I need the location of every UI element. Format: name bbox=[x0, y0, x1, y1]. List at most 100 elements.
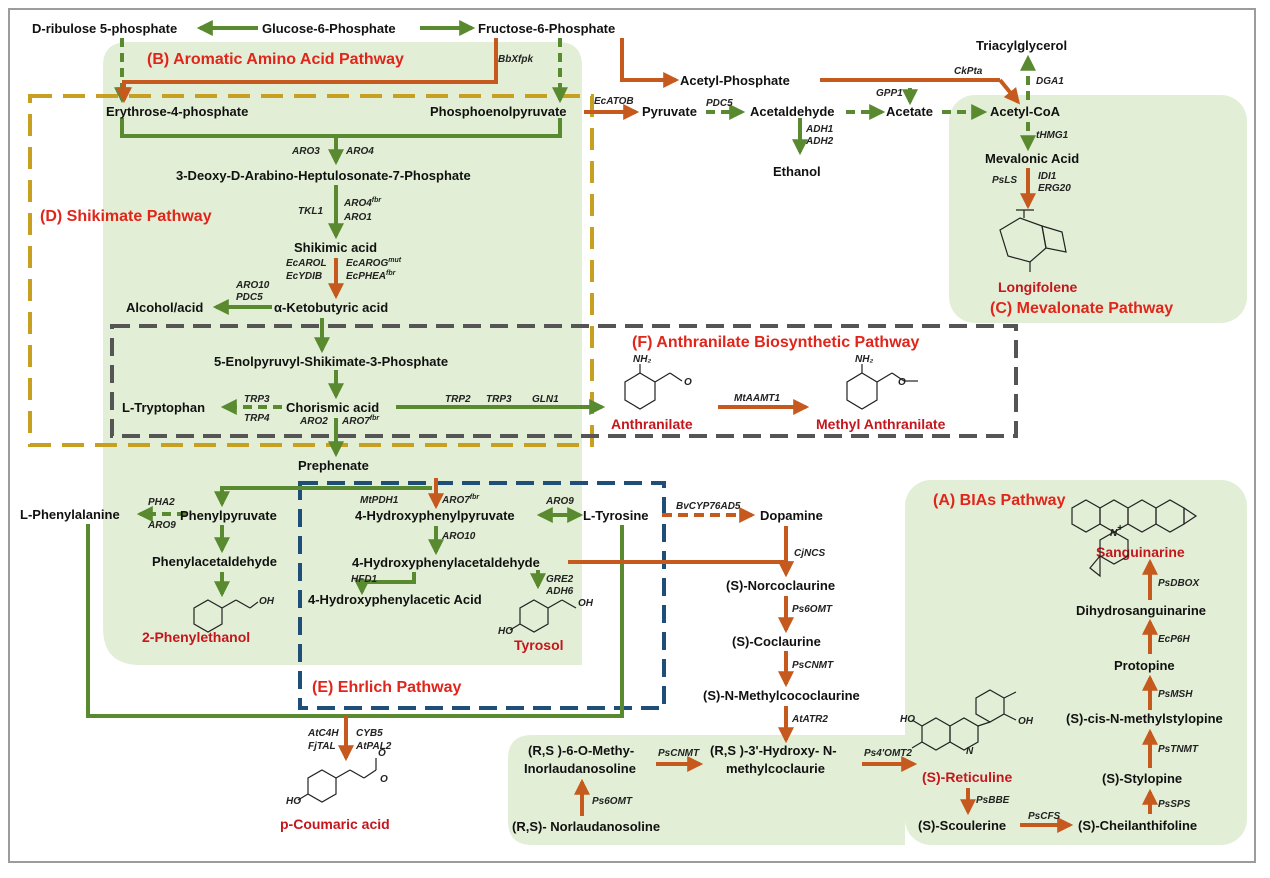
enzyme-pscnmt-a: PsCNMT bbox=[792, 660, 834, 671]
enzyme-aro7: ARO7fbr bbox=[341, 415, 380, 427]
enzyme-bvcyp: BvCYP76AD5 bbox=[676, 501, 741, 512]
enzyme-ecphea: EcPHEAfbr bbox=[346, 270, 397, 282]
metabolite-g6p: Glucose-6-Phosphate bbox=[262, 21, 396, 36]
sanguinarine-n-label: N bbox=[1110, 528, 1118, 539]
enzyme-hfd1: HFD1 bbox=[351, 574, 378, 585]
enzyme-ecarol: EcAROL bbox=[286, 258, 327, 269]
metabolite-hpa-acid: 4-Hydroxyphenylacetic Acid bbox=[308, 592, 482, 607]
metabolite-pyruvate: Pyruvate bbox=[642, 104, 697, 119]
enzyme-trp3-b: TRP3 bbox=[486, 394, 512, 405]
enzyme-gpp1: GPP1 bbox=[876, 88, 903, 99]
anthranilate-nh2-label: NH₂ bbox=[633, 354, 651, 365]
enzyme-ps4omt2: Ps4'OMT2 bbox=[864, 748, 912, 759]
enzyme-adh2: ADH2 bbox=[805, 136, 834, 147]
metabolite-scoulerine: (S)-Scoulerine bbox=[918, 818, 1006, 833]
arrow-phe-coumaric-line bbox=[86, 524, 624, 718]
aromatic-pathway-region bbox=[103, 42, 582, 445]
title-bias: (A) BIAs Pathway bbox=[933, 492, 1066, 509]
enzyme-ecarog: EcAROGmut bbox=[346, 257, 402, 269]
coumaric-ho-label: HO bbox=[286, 796, 301, 807]
coumaric-structure bbox=[297, 758, 377, 803]
title-aromatic: (B) Aromatic Amino Acid Pathway bbox=[147, 51, 404, 68]
product-methyl-anthranilate: Methyl Anthranilate bbox=[816, 416, 946, 432]
tyrosol-oh-label: OH bbox=[578, 598, 594, 609]
metabolite-tyrosine: L-Tyrosine bbox=[583, 508, 649, 523]
enzyme-cjncs: CjNCS bbox=[794, 548, 825, 559]
arrow-ap-acoa-head bbox=[998, 78, 1021, 105]
metabolite-tryptophan: L-Tryptophan bbox=[122, 400, 205, 415]
metabolite-stylopine: (S)-Stylopine bbox=[1102, 771, 1182, 786]
enzyme-aro1: ARO1 bbox=[343, 212, 372, 223]
product-longifolene: Longifolene bbox=[998, 279, 1078, 295]
metabolite-dopamine: Dopamine bbox=[760, 508, 823, 523]
enzyme-mtaamt1: MtAAMT1 bbox=[734, 393, 781, 404]
enzyme-fjtal: FjTAL bbox=[308, 741, 336, 752]
shikimate-box bbox=[28, 94, 594, 447]
enzyme-trp3-a: TRP3 bbox=[244, 394, 270, 405]
reticuline-structure bbox=[911, 689, 1017, 751]
enzyme-psbbe: PsBBE bbox=[976, 795, 1010, 806]
enzyme-atpal2: AtPAL2 bbox=[355, 741, 392, 752]
enzyme-psls: PsLS bbox=[992, 175, 1017, 186]
enzyme-atc4h: AtC4H bbox=[307, 728, 339, 739]
sanguinarine-structure bbox=[1071, 499, 1198, 578]
methyl-anthranilate-o-label: O bbox=[898, 377, 906, 388]
arrow-e4p-pep-merge bbox=[120, 118, 562, 138]
enzyme-trp4: TRP4 bbox=[244, 413, 270, 424]
metabolite-chorismic: Chorismic acid bbox=[286, 400, 379, 415]
arrow-hpaa-ncs bbox=[568, 560, 794, 578]
metabolite-coclaurine: (S)-Coclaurine bbox=[732, 634, 821, 649]
metabolite-mevalonic: Mevalonic Acid bbox=[985, 151, 1079, 166]
metabolite-hydroxy-line1: (R,S )-3'-Hydroxy- N- bbox=[710, 743, 837, 758]
bias-lower-region bbox=[508, 735, 905, 845]
metabolite-alcohol-acid: Alcohol/acid bbox=[126, 300, 203, 315]
tyrosol-structure bbox=[509, 599, 577, 633]
anthranilate-o-label: O bbox=[684, 377, 692, 388]
metabolite-methylcoclaurine: (S)-N-Methylcococlaurine bbox=[703, 688, 860, 703]
metabolite-acetyl-phosphate: Acetyl-Phosphate bbox=[680, 73, 790, 88]
enzyme-ecydib: EcYDIB bbox=[286, 271, 322, 282]
coumaric-o2-label: O bbox=[380, 774, 388, 785]
mevalonate-region bbox=[949, 95, 1247, 323]
enzyme-atatr2: AtATR2 bbox=[791, 714, 828, 725]
enzyme-pscfs: PsCFS bbox=[1028, 811, 1061, 822]
anthranilate-box bbox=[110, 324, 1018, 438]
enzyme-cyb5: CYB5 bbox=[356, 728, 383, 739]
title-ehrlich: (E) Ehrlich Pathway bbox=[312, 679, 461, 696]
metabolite-hpp: 4-Hydroxyphenylpyruvate bbox=[355, 508, 515, 523]
metabolite-e4p: Erythrose-4-phosphate bbox=[106, 104, 248, 119]
enzyme-pha2: PHA2 bbox=[148, 497, 175, 508]
enzyme-pdc5-b: PDC5 bbox=[236, 292, 263, 303]
metabolite-prephenate: Prephenate bbox=[298, 458, 369, 473]
metabolite-omethy-line2: Inorlaudanosoline bbox=[524, 761, 636, 776]
enzyme-aro2: ARO2 bbox=[299, 416, 328, 427]
product-sanguinarine: Sanguinarine bbox=[1096, 544, 1185, 560]
metabolite-acetyl-coa: Acetyl-CoA bbox=[990, 104, 1061, 119]
enzyme-idi1: IDI1 bbox=[1038, 171, 1057, 182]
tyrosol-ho-label: HO bbox=[498, 626, 513, 637]
title-shikimate: (D) Shikimate Pathway bbox=[40, 208, 212, 225]
reticuline-n-label: N bbox=[966, 746, 974, 757]
title-mevalonate: (C) Mevalonate Pathway bbox=[990, 300, 1173, 317]
product-phenylethanol: 2-Phenylethanol bbox=[142, 629, 250, 645]
enzyme-bbxfpk: BbXfpk bbox=[498, 54, 533, 65]
enzyme-adh1: ADH1 bbox=[805, 124, 834, 135]
enzyme-pssps: PsSPS bbox=[1158, 799, 1191, 810]
metabolite-methylstylopine: (S)-cis-N-methylstylopine bbox=[1066, 711, 1223, 726]
enzyme-aro10-b: ARO10 bbox=[441, 531, 476, 542]
metabolite-omethy-line1: (R,S )-6-O-Methy- bbox=[528, 743, 634, 758]
enzyme-aro10-a: ARO10 bbox=[235, 280, 270, 291]
bias-region bbox=[905, 480, 1247, 845]
figure-frame bbox=[8, 8, 1256, 863]
metabolite-phenylalanine: L-Phenylalanine bbox=[20, 507, 120, 522]
metabolite-ketobutyric: α-Ketobutyric acid bbox=[274, 300, 388, 315]
metabolite-dahp: 3-Deoxy-D-Arabino-Heptulosonate-7-Phosph… bbox=[176, 168, 471, 183]
metabolite-epsp: 5-Enolpyruvyl-Shikimate-3-Phosphate bbox=[214, 354, 448, 369]
product-coumaric: p-Coumaric acid bbox=[280, 816, 390, 832]
metabolite-cheilanthifoline: (S)-Cheilanthifoline bbox=[1078, 818, 1197, 833]
metabolite-pep: Phosphoenolpyruvate bbox=[430, 104, 567, 119]
methyl-anthranilate-structure bbox=[846, 364, 918, 410]
metabolite-norlaudanosoline: (R,S)- Norlaudanosoline bbox=[512, 819, 660, 834]
arrow-hpaa-acid bbox=[354, 572, 416, 596]
